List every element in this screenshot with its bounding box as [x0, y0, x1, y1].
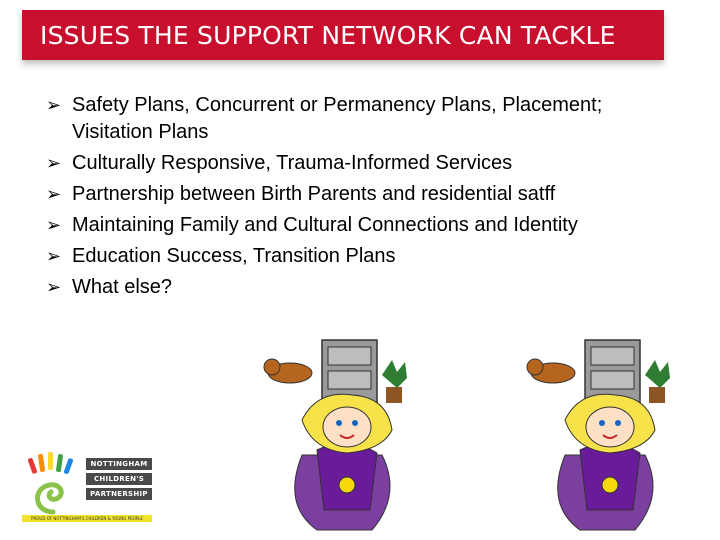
- list-item: ➢ Maintaining Family and Cultural Connec…: [46, 212, 686, 239]
- list-item: ➢ Partnership between Birth Parents and …: [46, 181, 686, 208]
- arrow-bullet-icon: ➢: [46, 153, 62, 174]
- arrow-bullet-icon: ➢: [46, 277, 62, 298]
- bullet-text: Maintaining Family and Cultural Connecti…: [72, 214, 578, 236]
- logo-line: CHILDREN'S: [86, 473, 152, 485]
- logo-line: NOTTINGHAM: [86, 458, 152, 470]
- bullet-text: Education Success, Transition Plans: [72, 245, 396, 267]
- superhero-clipart: [526, 339, 670, 531]
- arrow-bullet-icon: ➢: [46, 184, 62, 205]
- bullet-text: What else?: [72, 276, 173, 298]
- bullet-list: ➢ Safety Plans, Concurrent or Permanency…: [46, 92, 686, 305]
- slide-title: ISSUES THE SUPPORT NETWORK CAN TACKLE: [40, 21, 616, 50]
- logo-wordmark: NOTTINGHAM CHILDREN'S PARTNERSHIP: [86, 458, 152, 503]
- nottingham-childrens-partnership-logo: NOTTINGHAM CHILDREN'S PARTNERSHIP PROUD …: [22, 452, 152, 524]
- bullet-text: Safety Plans, Concurrent or Permanency P…: [72, 94, 603, 143]
- superhero-clipart: [263, 339, 407, 531]
- list-item: ➢ Culturally Responsive, Trauma-Informed…: [46, 150, 686, 177]
- list-item: ➢ Education Success, Transition Plans: [46, 243, 686, 270]
- title-bar: ISSUES THE SUPPORT NETWORK CAN TACKLE: [22, 10, 664, 60]
- logo-tagline: PROUD OF NOTTINGHAM'S CHILDREN & YOUNG P…: [22, 515, 152, 522]
- arrow-bullet-icon: ➢: [46, 215, 62, 236]
- arrow-bullet-icon: ➢: [46, 95, 62, 116]
- list-item: ➢ Safety Plans, Concurrent or Permanency…: [46, 92, 686, 146]
- arrow-bullet-icon: ➢: [46, 246, 62, 267]
- list-item: ➢ What else?: [46, 274, 686, 301]
- logo-mark-icon: [27, 452, 73, 515]
- bullet-text: Culturally Responsive, Trauma-Informed S…: [72, 152, 513, 174]
- logo-line: PARTNERSHIP: [86, 488, 152, 500]
- bullet-text: Partnership between Birth Parents and re…: [72, 183, 556, 205]
